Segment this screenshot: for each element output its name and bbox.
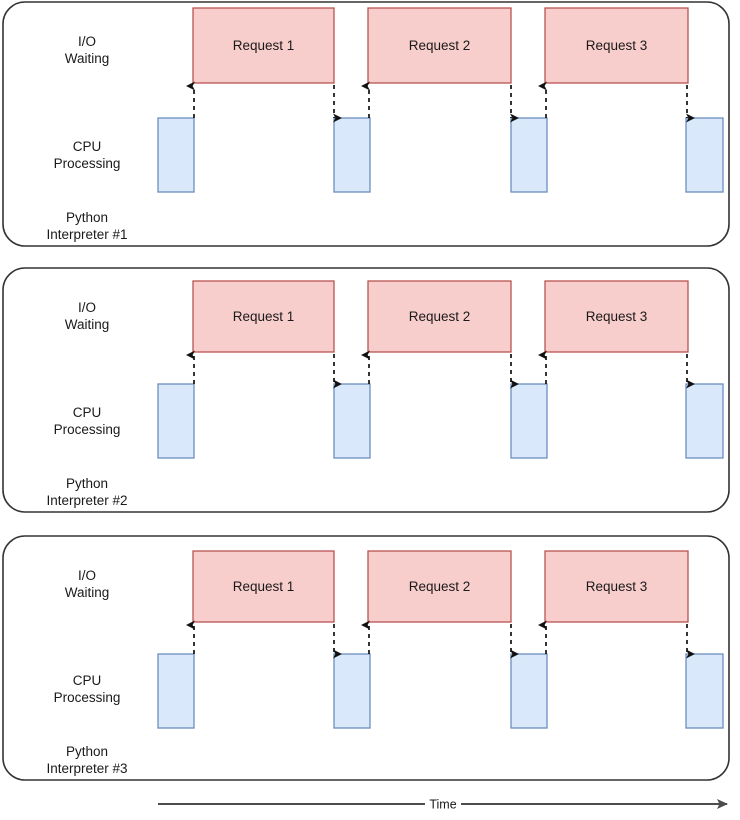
io-request-label: Request 1 (233, 579, 295, 594)
cpu-processing-label-line2: Processing (54, 156, 121, 171)
io-waiting-label-line2: Waiting (65, 51, 110, 66)
io-request-block[interactable] (192, 7, 335, 84)
io-request-label: Request 2 (409, 309, 471, 324)
cpu-processing-label-line1: CPU (73, 673, 102, 688)
io-waiting-label: I/O Waiting (65, 34, 110, 66)
io-request-label: Request 1 (233, 38, 295, 53)
cpu-processing-label-line2: Processing (54, 422, 121, 437)
interpreter-label-line1: Python (66, 744, 108, 759)
io-request-label: Request 2 (409, 38, 471, 53)
time-axis-label: Time (429, 797, 456, 811)
io-request-block[interactable] (192, 280, 335, 353)
io-request-block[interactable] (192, 550, 335, 623)
io-waiting-label-line1: I/O (78, 568, 96, 583)
cpu-processing-label: CPU Processing (54, 673, 121, 705)
io-waiting-label: I/O Waiting (65, 568, 110, 600)
cpu-processing-label-line1: CPU (73, 139, 102, 154)
io-request-block[interactable] (544, 550, 689, 623)
interpreter-label-line2: Interpreter #3 (46, 761, 127, 776)
time-label-backdrop (425, 796, 461, 812)
cpu-processing-block[interactable] (685, 383, 724, 459)
cpu-processing-block[interactable] (685, 653, 724, 729)
cpu-processing-block[interactable] (510, 383, 548, 459)
io-request-label: Request 3 (586, 309, 648, 324)
cpu-processing-label-line2: Processing (54, 690, 121, 705)
cpu-processing-label-line1: CPU (73, 405, 102, 420)
cpu-processing-block[interactable] (685, 117, 724, 193)
io-request-label: Request 1 (233, 309, 295, 324)
interpreter-label-line2: Interpreter #2 (46, 493, 127, 508)
cpu-processing-label: CPU Processing (54, 405, 121, 437)
io-waiting-label-line2: Waiting (65, 317, 110, 332)
io-request-label: Request 2 (409, 579, 471, 594)
cpu-processing-block[interactable] (333, 117, 371, 193)
io-request-label: Request 3 (586, 38, 648, 53)
io-request-label: Request 3 (586, 579, 648, 594)
interpreter-label-line2: Interpreter #1 (46, 227, 127, 242)
io-request-block[interactable] (367, 550, 512, 623)
io-waiting-label-line2: Waiting (65, 585, 110, 600)
cpu-processing-label: CPU Processing (54, 139, 121, 171)
cpu-processing-block[interactable] (157, 117, 195, 193)
interpreter-label-line1: Python (66, 476, 108, 491)
io-waiting-label: I/O Waiting (65, 300, 110, 332)
interpreter-label-line1: Python (66, 210, 108, 225)
cpu-processing-block[interactable] (510, 653, 548, 729)
io-request-block[interactable] (367, 280, 512, 353)
io-request-block[interactable] (544, 280, 689, 353)
cpu-processing-block[interactable] (510, 117, 548, 193)
io-waiting-label-line1: I/O (78, 34, 96, 49)
io-request-block[interactable] (367, 7, 512, 84)
cpu-processing-block[interactable] (333, 383, 371, 459)
cpu-processing-block[interactable] (333, 653, 371, 729)
cpu-processing-block[interactable] (157, 383, 195, 459)
cpu-processing-block[interactable] (157, 653, 195, 729)
time-axis-group: Time (158, 796, 728, 812)
io-waiting-label-line1: I/O (78, 300, 96, 315)
io-request-block[interactable] (544, 7, 689, 84)
